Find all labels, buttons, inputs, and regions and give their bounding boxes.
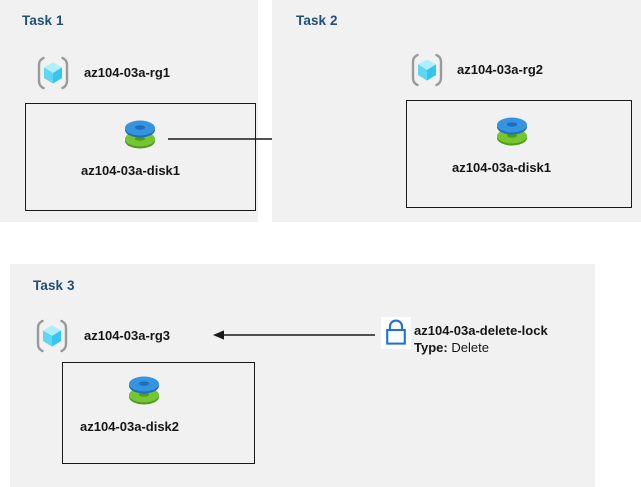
task1-resource-group-label: az104-03a-rg1: [84, 65, 170, 80]
lock-type: Type: Delete: [414, 340, 489, 355]
task2-title: Task 2: [296, 13, 338, 28]
task1-panel: [0, 0, 258, 222]
resource-group-icon: [33, 317, 71, 355]
task3-title: Task 3: [33, 278, 75, 293]
resource-group-icon: [408, 51, 446, 89]
lock-arrow: [212, 327, 377, 343]
disk-icon: [118, 115, 162, 155]
lock-type-key: Type:: [414, 340, 448, 355]
task2-disk-label: az104-03a-disk1: [452, 160, 552, 175]
task3-panel: [10, 264, 595, 487]
lock-icon: [381, 317, 411, 349]
disk-icon: [122, 371, 166, 411]
task1-resource-box: [25, 103, 256, 211]
task3-resource-box: [62, 362, 255, 464]
task2-resource-group-label: az104-03a-rg2: [457, 62, 543, 77]
task2-resource-box: [406, 100, 632, 208]
disk-icon: [490, 112, 534, 152]
lock-type-value: Delete: [451, 340, 489, 355]
task3-disk-label: az104-03a-disk2: [80, 419, 180, 434]
task1-title: Task 1: [22, 13, 64, 28]
task1-disk-label: az104-03a-disk1: [81, 163, 181, 178]
lock-label: az104-03a-delete-lock: [414, 323, 548, 338]
task2-panel: [272, 0, 641, 222]
task3-resource-group-label: az104-03a-rg3: [84, 328, 170, 343]
resource-group-icon: [34, 54, 72, 92]
